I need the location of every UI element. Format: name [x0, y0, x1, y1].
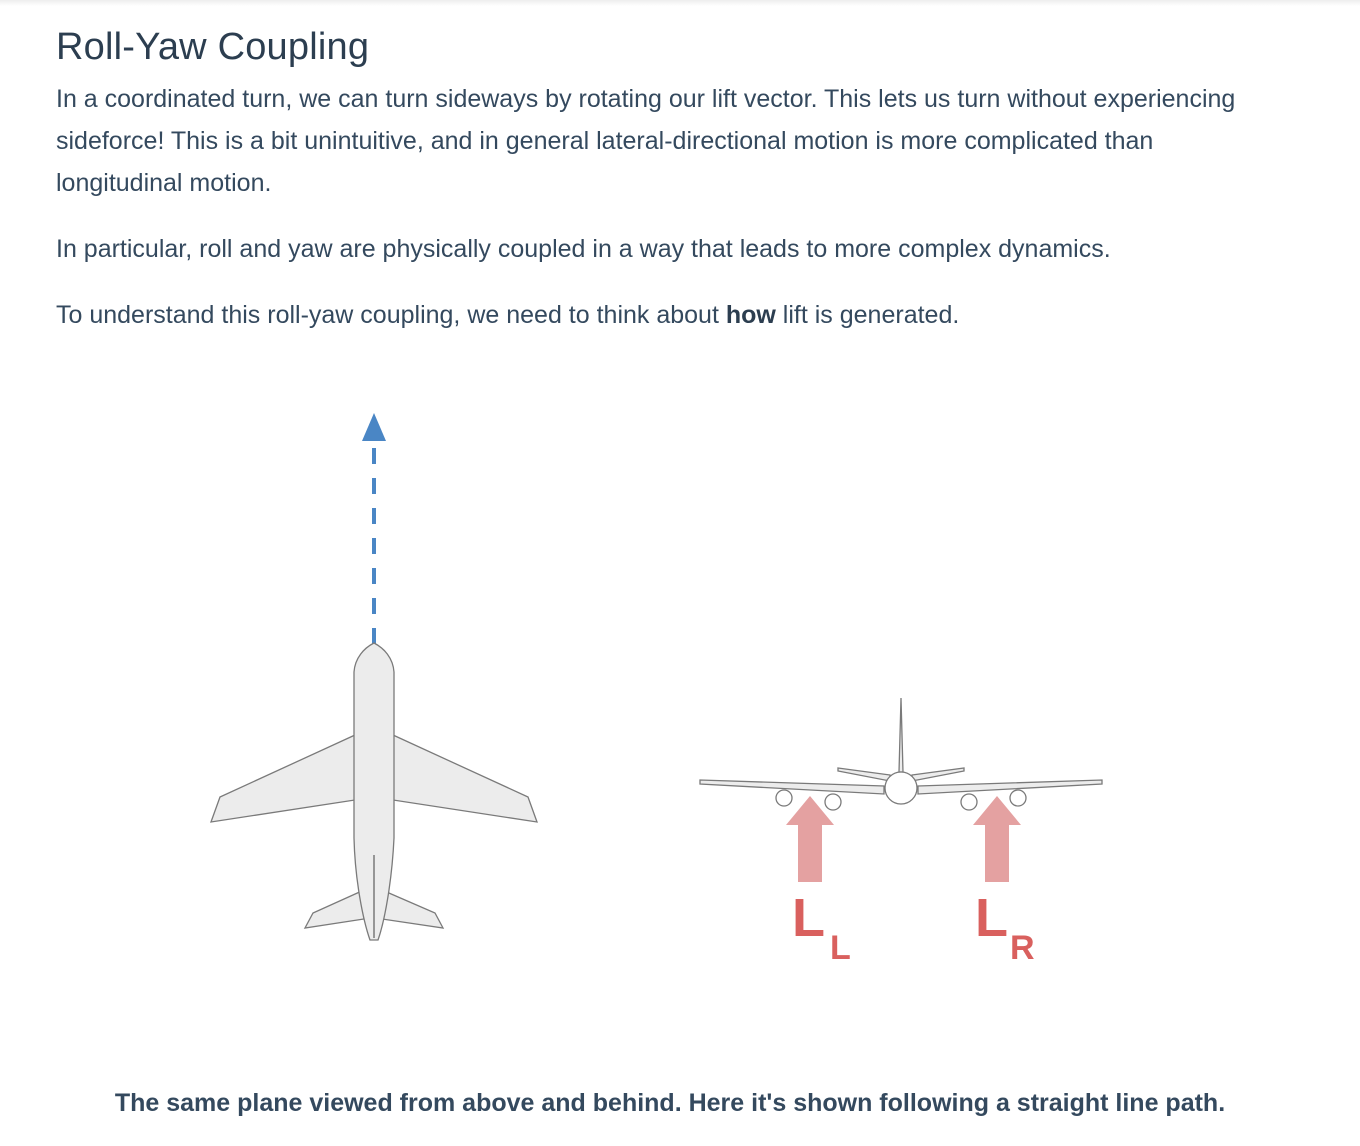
plane-figure: L L L R: [0, 360, 1360, 1040]
rear-fuselage: [884, 771, 918, 805]
engine-left-inner: [824, 793, 842, 811]
lift-arrow-left: [786, 796, 834, 882]
paragraph-lift-generation: To understand this roll-yaw coupling, we…: [56, 294, 1256, 336]
lift-arrow-left-shape: [786, 796, 834, 882]
left-tailplane: [303, 888, 365, 929]
top-shadow: [0, 0, 1360, 6]
lift-label-right-main: L: [975, 888, 1008, 948]
paragraph-text-end: lift is generated.: [775, 301, 960, 329]
rear-left-tailplane: [837, 767, 891, 782]
section-heading: Roll-Yaw Coupling: [56, 26, 370, 68]
lift-label-left-main: L: [792, 888, 825, 948]
paragraph-roll-yaw: In particular, roll and yaw are physical…: [56, 235, 1111, 263]
lift-label-right-subscript: R: [1010, 929, 1035, 967]
figure-caption: The same plane viewed from above and beh…: [114, 1089, 1226, 1117]
article: Roll-Yaw Coupling In a coordinated turn,…: [56, 22, 1306, 336]
engine-right-outer: [1009, 789, 1027, 807]
engine-left-outer: [775, 789, 793, 807]
left-wing: [210, 733, 356, 823]
paragraph-coordinated-turn: In a coordinated turn, we can turn sidew…: [56, 85, 1236, 197]
rear-right-wing: [917, 779, 1103, 795]
right-wing: [392, 733, 538, 823]
paragraph-text-start: To understand this roll-yaw coupling, we…: [56, 301, 726, 329]
lift-arrow-right: [973, 796, 1021, 882]
rear-vertical-fin: [898, 697, 904, 773]
plane-top-view: [210, 642, 538, 941]
right-tailplane: [381, 889, 445, 929]
lift-label-left-subscript: L: [830, 929, 851, 967]
engine-right-inner: [960, 793, 978, 811]
flight-path-arrowhead: [362, 413, 386, 441]
plane-figure-svg: L L L R: [210, 413, 1103, 967]
lift-arrow-right-shape: [973, 796, 1021, 882]
emphasis-how: how: [725, 301, 776, 329]
rear-right-tailplane: [911, 767, 965, 782]
plane-rear-view: [699, 697, 1103, 811]
fuselage: [353, 642, 395, 941]
flight-path-arrow: [362, 413, 386, 645]
rear-left-wing: [699, 779, 885, 795]
